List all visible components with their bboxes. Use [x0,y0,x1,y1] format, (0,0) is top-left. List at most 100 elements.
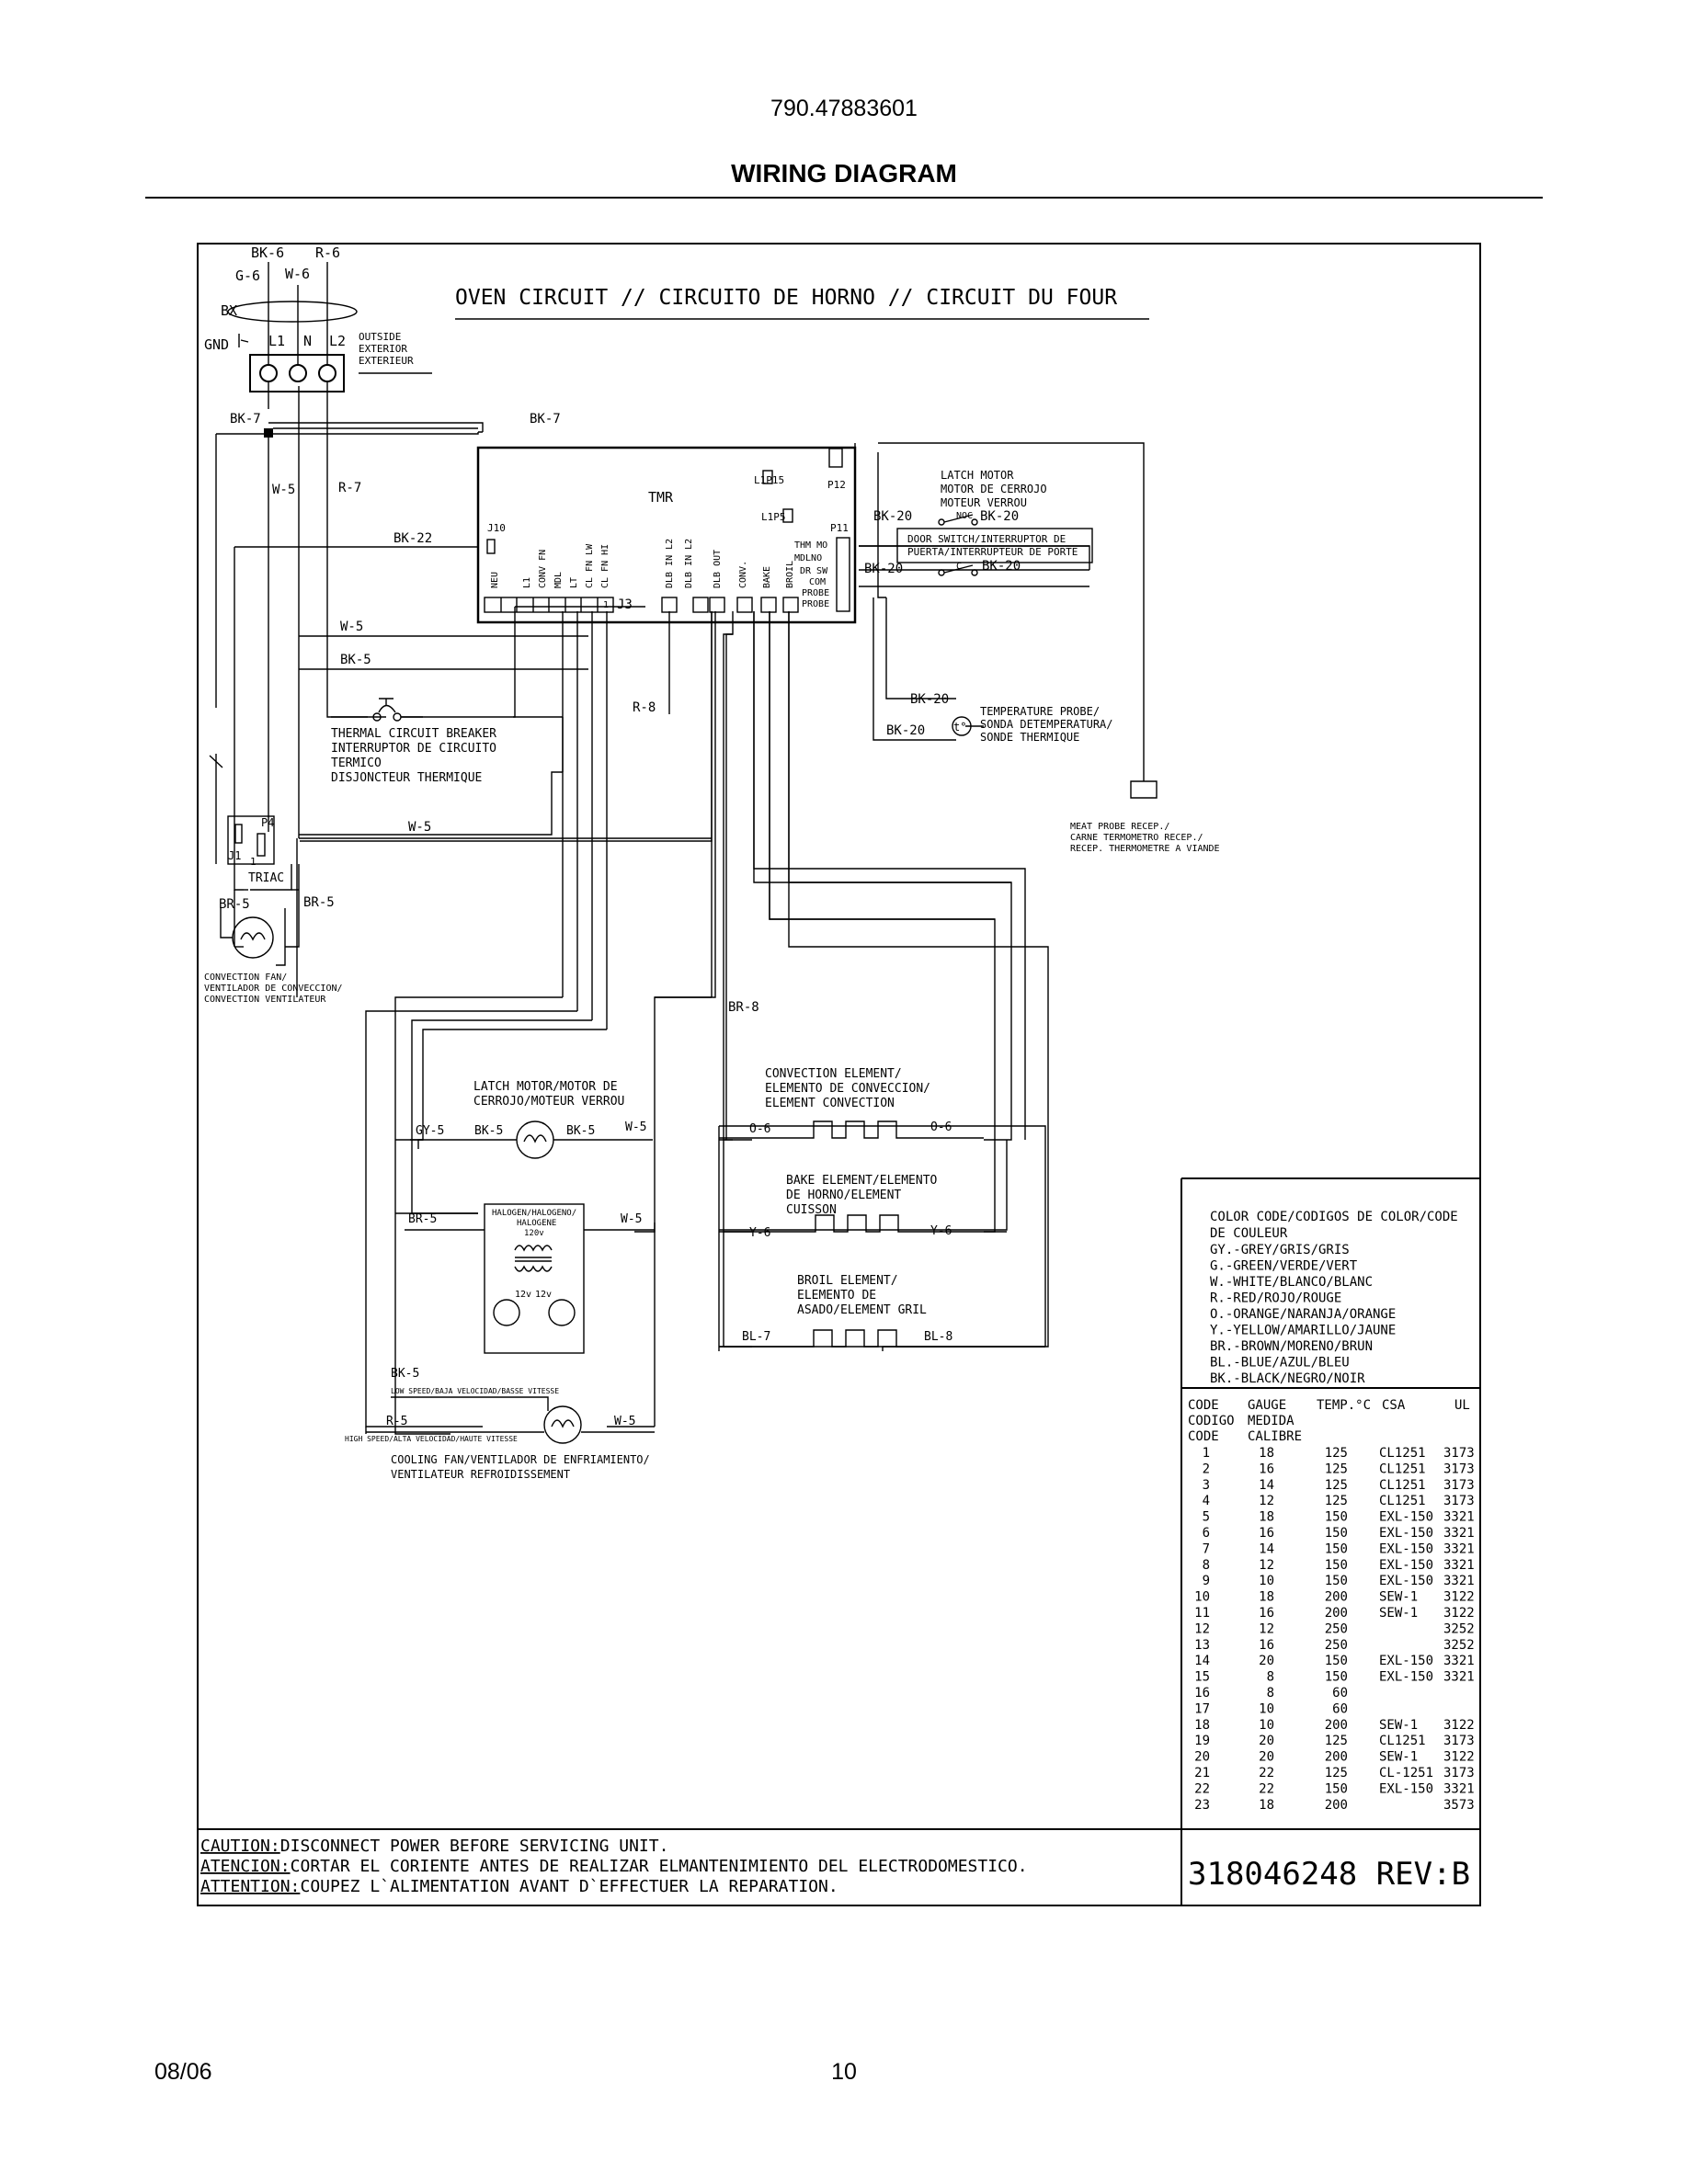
probe-symbol: t° [953,721,966,734]
wire-label: R-5 [386,1415,407,1428]
color-code-entry: W.-WHITE/BLANCO/BLANC [1210,1275,1373,1290]
terminal-block [249,354,345,392]
outside-label: EXTERIOR [359,343,407,355]
table-cell: 12 [1259,1621,1274,1636]
table-cell: EXL-150 [1379,1510,1433,1525]
table-cell: 18 [1259,1590,1274,1605]
p11-pin: THM MO [794,540,827,551]
component-label: CONVECTION ELEMENT/ [765,1067,902,1081]
table-cell: 200 [1325,1718,1348,1733]
table-cell: 22 [1259,1781,1274,1796]
halogen-light: HALOGEN/HALOGENO/ HALOGENE 120v 12v 12v … [405,1203,655,1354]
table-cell: SEW-1 [1379,1590,1418,1605]
table-cell: 22 [1194,1781,1210,1796]
wire-label: BK-20 [886,723,925,738]
table-cell: 3122 [1443,1606,1475,1621]
table-cell: 3321 [1443,1781,1475,1796]
meat-probe-receptacle: MEAT PROBE RECEP./ CARNE TERMOMETRO RECE… [1070,822,1220,854]
table-cell: 3321 [1443,1510,1475,1525]
table-cell: 3252 [1443,1638,1475,1653]
wire-label: W-5 [614,1415,635,1428]
wire-label: BR-5 [219,897,250,912]
table-cell: 3173 [1443,1446,1475,1461]
table-cell: 125 [1325,1734,1348,1748]
table-cell: 8 [1203,1558,1210,1573]
table-header: TEMP.°C [1317,1398,1371,1413]
component-label: HALOGEN/HALOGENO/ [492,1209,576,1218]
table-cell: 12 [1259,1558,1274,1573]
supply-label: R-6 [315,245,340,261]
table-cell: 150 [1325,1510,1348,1525]
component-label: MEAT PROBE RECEP./ [1070,822,1169,832]
table-cell: 3 [1203,1478,1210,1493]
wire-label: W-5 [340,620,363,634]
table-cell: CL1251 [1379,1462,1426,1476]
timer-pin: CONV. [738,561,748,588]
latch-door-switch: LATCH MOTOR MOTOR DE CERROJO MOTEUR VERR… [896,469,1093,576]
table-cell: 60 [1332,1701,1348,1716]
table-cell: CL1251 [1379,1734,1426,1748]
timer-pin: P12 [827,479,846,491]
component-label: ELEMENTO DE CONVECCION/ [765,1082,930,1096]
timer-pin: L1P15 [754,474,784,486]
legend-title: COLOR CODE/CODIGOS DE COLOR/CODE [1210,1210,1458,1224]
table-cell: 4 [1203,1494,1210,1508]
table-cell: 150 [1325,1541,1348,1556]
timer-pin: MDL [553,572,564,588]
table-cell: 10 [1194,1590,1210,1605]
timer-pin: LT [569,577,579,588]
table-cell: 3321 [1443,1558,1475,1573]
table-cell: CL1251 [1379,1494,1426,1508]
wire-label: R-7 [338,481,361,495]
timer-pin: DLB OUT [713,550,723,588]
component-label: DOOR SWITCH/INTERRUPTOR DE [907,533,1066,545]
table-cell: EXL-150 [1379,1558,1433,1573]
table-cell: 200 [1325,1798,1348,1813]
color-code-entry: Y.-YELLOW/AMARILLO/JAUNE [1210,1324,1396,1338]
table-cell: 18 [1259,1510,1274,1525]
component-label: DE HORNO/ELEMENT [786,1189,901,1202]
timer-board: TMR J10 L1P15 L1P5 P12 P11 THM MO MDLNO … [476,446,857,624]
timer-pin: P11 [830,522,849,534]
component-label: THERMAL CIRCUIT BREAKER [331,727,496,741]
cable-ellipse [227,301,358,323]
wiring [209,386,1158,1435]
component-label: HIGH SPEED/ALTA VELOCIDAD/HAUTE VITESSE [345,1435,518,1443]
component-label: HALOGENE [517,1219,556,1228]
color-code-entry: BK.-BLACK/NEGRO/NOIR [1210,1371,1365,1386]
wire-label: BK-5 [566,1124,595,1138]
caution-label: ATTENTION: [200,1877,300,1896]
table-cell: EXL-150 [1379,1781,1433,1796]
outside-label: EXTERIEUR [359,355,414,367]
caution-label: ATENCION: [200,1857,291,1876]
component-label: MOTEUR VERROU [941,496,1027,509]
voltage-label: 12v [535,1290,552,1300]
table-cell: 20 [1194,1750,1210,1765]
wire-label: O-6 [930,1120,952,1134]
timer-pin: CL FN LW [585,543,595,588]
table-cell: 3173 [1443,1462,1475,1476]
table-cell: 3321 [1443,1670,1475,1685]
wire-labels: BK-7 BK-7 W-5 R-7 BK-22 W-5 BK-5 R-8 W-5… [219,412,1021,1015]
table-cell: 5 [1203,1510,1210,1525]
component-label: TEMPERATURE PROBE/ [980,705,1100,718]
component-label: ELEMENTO DE [797,1289,876,1302]
caution-text: COUPEZ L`ALIMENTATION AVANT D`EFFECTUER … [301,1877,838,1896]
table-cell: 21 [1194,1766,1210,1780]
component-label: MOTOR DE CERROJO [941,483,1047,495]
component-label: RECEP. THERMOMETRE A VIANDE [1070,844,1220,854]
wire-label: BL-7 [742,1330,770,1344]
table-cell: 60 [1332,1686,1348,1701]
table-cell: 125 [1325,1446,1348,1461]
wire-label: BK-5 [391,1367,419,1381]
footer-page-number: 10 [831,2059,857,2085]
wire-label: BK-5 [474,1124,503,1138]
component-label: CERROJO/MOTEUR VERROU [473,1095,624,1109]
table-cell: 3252 [1443,1621,1475,1636]
table-cell: 125 [1325,1766,1348,1780]
table-cell: 16 [1259,1606,1274,1621]
table-cell: 23 [1194,1798,1210,1813]
wire-label: C [967,511,973,521]
supply-label: L2 [329,333,346,349]
